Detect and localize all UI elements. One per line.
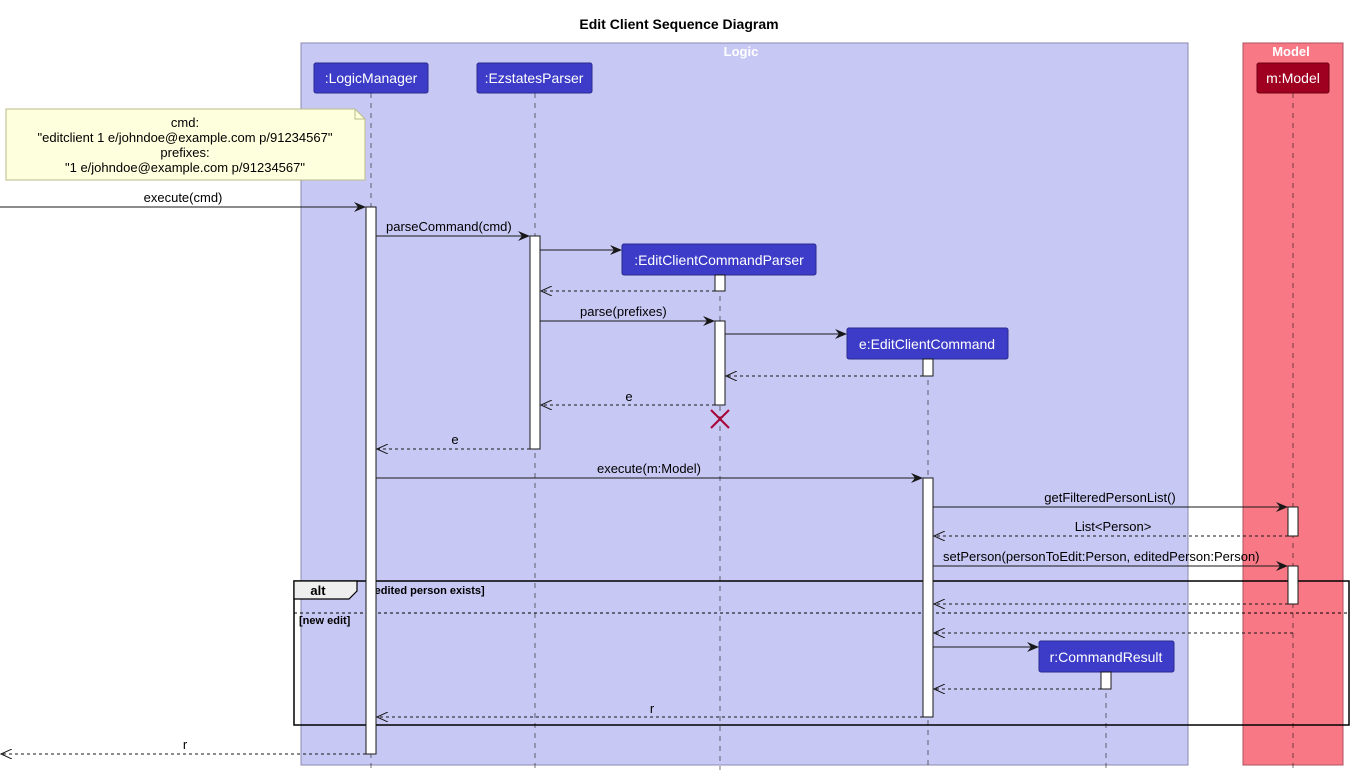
- activation-model-set: [1287, 565, 1299, 605]
- activation-model-get: [1287, 506, 1299, 537]
- return-r-final-label: r: [183, 737, 188, 752]
- participant-edit-client-command-parser-label: :EditClientCommandParser: [634, 252, 804, 268]
- participant-edit-client-command: e:EditClientCommand: [846, 327, 1009, 360]
- participant-ezstates-parser-label: :EzstatesParser: [485, 70, 584, 86]
- destroy-icon: [710, 409, 730, 429]
- message-set-person-label: setPerson(personToEdit:Person, editedPer…: [943, 549, 1260, 564]
- model-box-label: Model: [1272, 44, 1310, 59]
- note-line-1: cmd:: [171, 115, 199, 130]
- alt-guard-1: [edited person exists]: [371, 585, 485, 597]
- diagram-title: Edit Client Sequence Diagram: [579, 16, 778, 32]
- alt-guard-2: [new edit]: [299, 615, 351, 627]
- participant-command-result: r:CommandResult: [1038, 640, 1175, 673]
- return-list-person-label: List<Person>: [1075, 519, 1152, 534]
- return-e-logic-label: e: [451, 432, 458, 447]
- logic-box-label: Logic: [724, 44, 759, 59]
- activation-command-execute: [922, 477, 934, 718]
- participant-edit-client-command-label: e:EditClientCommand: [859, 336, 995, 352]
- return-e-parser-label: e: [625, 389, 632, 404]
- participant-logic-manager: :LogicManager: [313, 62, 429, 94]
- note-line-3: prefixes:: [160, 145, 209, 160]
- activation-command-result: [1100, 671, 1112, 690]
- participant-model: m:Model: [1256, 62, 1330, 94]
- return-r-label: r: [650, 701, 655, 716]
- message-parse-command-label: parseCommand(cmd): [386, 219, 512, 234]
- alt-fragment: alt [edited person exists] [new edit]: [293, 580, 1350, 726]
- participant-model-label: m:Model: [1266, 70, 1320, 86]
- message-execute-cmd-label: execute(cmd): [144, 190, 223, 205]
- alt-keyword: alt: [310, 583, 326, 598]
- activation-command-create: [922, 358, 934, 377]
- message-parse-prefixes-label: parse(prefixes): [580, 304, 667, 319]
- activation-logic-manager: [365, 206, 377, 755]
- message-execute-model-label: execute(m:Model): [597, 461, 701, 476]
- message-get-filtered-label: getFilteredPersonList(): [1044, 490, 1176, 505]
- participant-command-result-label: r:CommandResult: [1050, 649, 1163, 665]
- participant-ezstates-parser: :EzstatesParser: [476, 62, 593, 94]
- participant-edit-client-command-parser: :EditClientCommandParser: [621, 243, 817, 276]
- activation-ezstates-parser: [529, 235, 541, 450]
- note-line-4: "1 e/johndoe@example.com p/91234567": [65, 160, 305, 175]
- participant-logic-manager-label: :LogicManager: [325, 70, 418, 86]
- note-line-2: "editclient 1 e/johndoe@example.com p/91…: [38, 130, 333, 145]
- activation-parser-create: [714, 274, 726, 292]
- note: cmd: "editclient 1 e/johndoe@example.com…: [5, 108, 366, 181]
- activation-parser-parse: [714, 320, 726, 406]
